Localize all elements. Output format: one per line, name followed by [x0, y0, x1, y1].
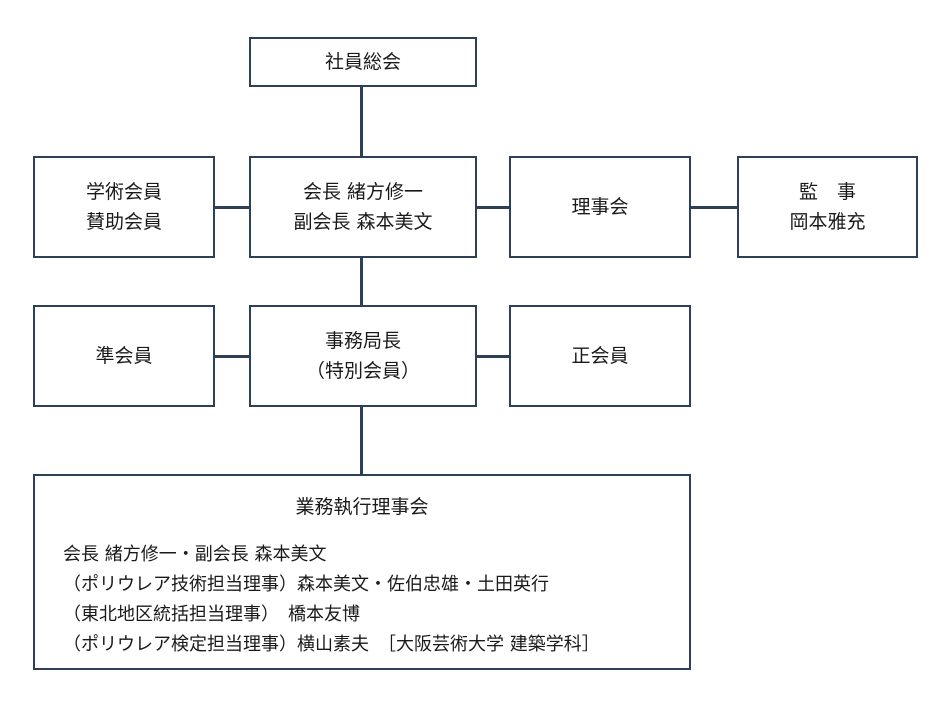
- auditor-name: 岡本雅充: [789, 211, 866, 233]
- academic-members-box: 学術会員 賛助会員: [33, 156, 215, 258]
- secretary-general-note: （特別会員）: [305, 360, 420, 382]
- supporting-members-label: 賛助会員: [85, 211, 162, 233]
- connector-secretary-to-executive: [360, 407, 363, 475]
- academic-members-label: 学術会員: [85, 181, 162, 203]
- general-meeting-box: 社員総会: [249, 37, 477, 87]
- auditor-box: 監 事 岡本雅充: [737, 156, 918, 258]
- associate-members-box: 準会員: [33, 305, 215, 407]
- board-box: 理事会: [509, 156, 691, 258]
- executive-board-line: （東北地区統括担当理事） 橋本友博: [63, 604, 360, 625]
- regular-members-box: 正会員: [509, 305, 691, 407]
- vice-president-label: 副会長 森本美文: [293, 211, 433, 233]
- president-label: 会長 緒方修一: [302, 181, 424, 203]
- secretary-general-box: 事務局長 （特別会員）: [249, 305, 477, 407]
- executive-board-line: （ポリウレア技術担当理事）森本美文・佐伯忠雄・土田英行: [63, 574, 549, 595]
- general-meeting-label: 社員総会: [324, 51, 401, 73]
- executive-board-title: 業務執行理事会: [295, 496, 429, 518]
- connector-general-to-president: [360, 86, 363, 158]
- connector-board-to-auditor: [690, 206, 738, 209]
- executive-board-line: （ポリウレア検定担当理事）横山素夫 ［大阪芸術大学 建築学科］: [63, 634, 600, 655]
- executive-board-line: 会長 緒方修一・副会長 森本美文: [63, 544, 327, 565]
- connector-president-to-secretary: [360, 258, 363, 306]
- auditor-title: 監 事: [798, 181, 856, 203]
- executive-board-box: 業務執行理事会 会長 緒方修一・副会長 森本美文 （ポリウレア技術担当理事）森本…: [33, 474, 691, 670]
- connector-secretary-to-regular: [476, 355, 510, 358]
- regular-members-label: 正会員: [571, 345, 629, 367]
- secretary-general-label: 事務局長: [324, 330, 401, 352]
- associate-members-label: 準会員: [95, 345, 153, 367]
- president-box: 会長 緒方修一 副会長 森本美文: [249, 156, 477, 258]
- connector-associate-to-secretary: [214, 355, 250, 358]
- connector-president-to-board: [476, 206, 510, 209]
- connector-academic-to-president: [214, 206, 250, 209]
- board-label: 理事会: [571, 196, 629, 218]
